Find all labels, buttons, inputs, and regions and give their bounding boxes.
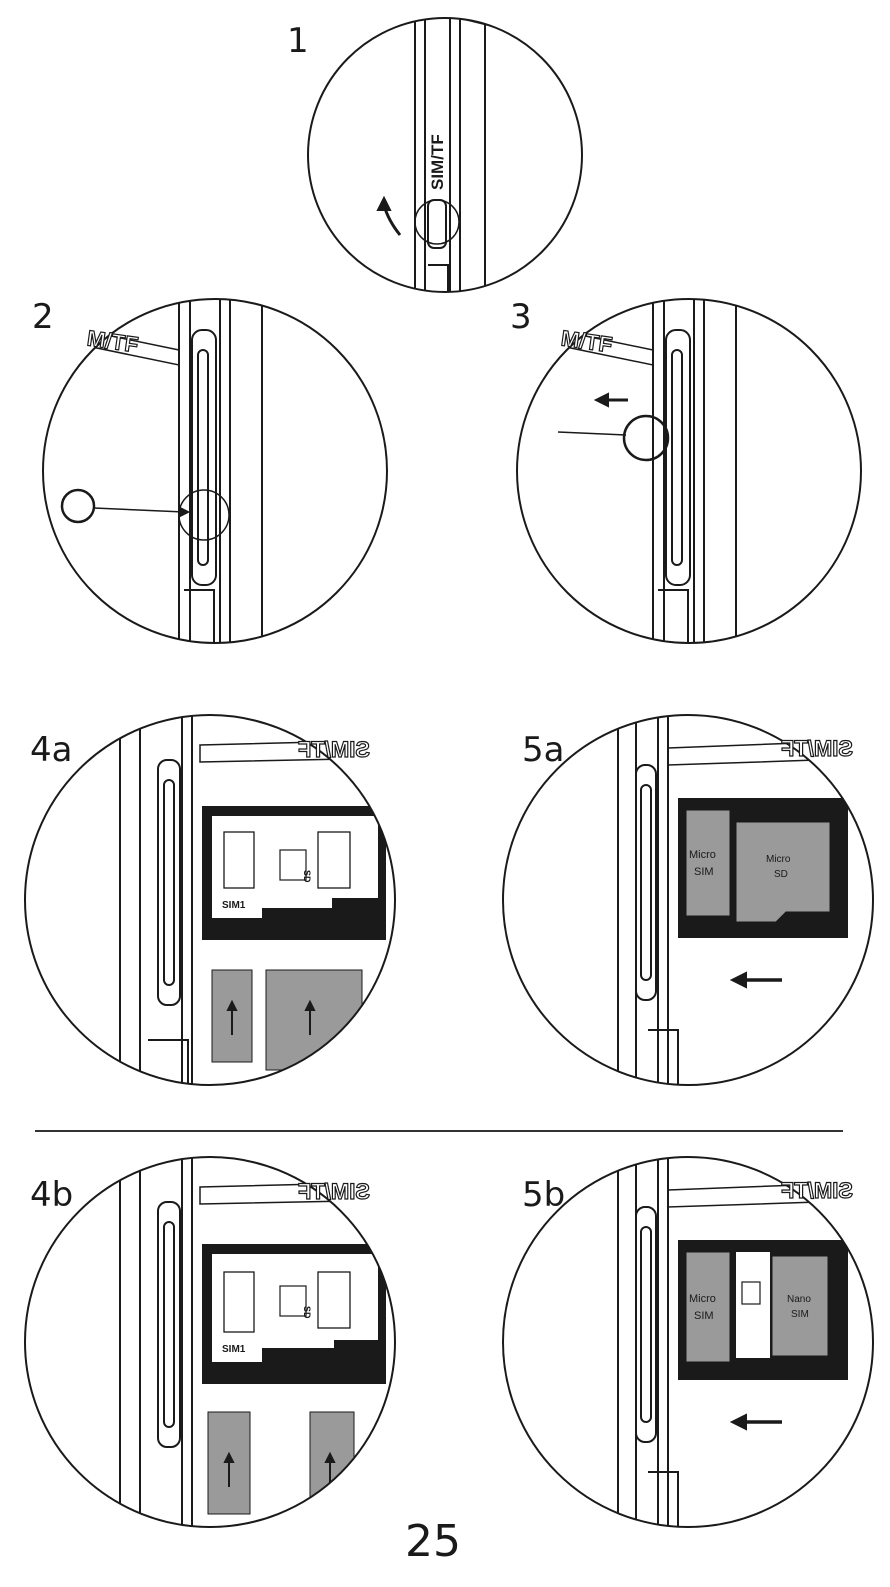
card-5b-right-line2: SIM <box>791 1309 809 1320</box>
slot-label-step-4a: SIM/TF <box>298 737 370 762</box>
step-label-4b: 4b <box>30 1175 74 1215</box>
tray-b-slot-sim2: SIM2 <box>322 1354 346 1365</box>
slot-label-step-3: M/TF <box>559 325 613 357</box>
slot-label-step-5b: SIM/TF <box>781 1178 853 1203</box>
card-5b-left-line2: SIM <box>694 1310 714 1322</box>
section-divider <box>35 1130 843 1132</box>
step-5a-illustration: SIM/TF Micro SIM Micro SD <box>502 714 874 1086</box>
step-3-illustration: M/TF <box>516 298 862 644</box>
step-label-2: 2 <box>32 297 54 337</box>
step-5b-illustration: SIM/TF Micro SIM Nano SIM <box>502 1156 874 1528</box>
step-1-illustration: SIM/TF <box>307 17 583 293</box>
tray-slot-sd: SD <box>302 870 312 883</box>
tray-b-slot-sim1: SIM1 <box>222 1344 246 1355</box>
card-5a-right-line1: Micro <box>766 854 791 865</box>
slot-label-step-5a: SIM/TF <box>781 736 853 761</box>
step-2-illustration: M/TF <box>42 298 388 644</box>
tray-slot-sim2: SIM2 <box>322 910 346 921</box>
slot-label-vertical: SIM/TF <box>428 134 447 190</box>
page-number: 25 <box>405 1516 461 1567</box>
step-label-1: 1 <box>287 21 309 61</box>
step-label-3: 3 <box>510 297 532 337</box>
card-5a-left-line2: SIM <box>694 866 714 878</box>
slot-label-step-4b: SIM/TF <box>298 1179 370 1204</box>
step-label-4a: 4a <box>30 730 73 770</box>
card-5a-left-line1: Micro <box>689 849 716 861</box>
card-5b-left-line1: Micro <box>689 1293 716 1305</box>
card-5a-right-line2: SD <box>774 869 788 880</box>
card-5b-right-line1: Nano <box>787 1294 811 1305</box>
step-4b-illustration: SIM/TF SIM1 SIM2 SD <box>24 1156 396 1528</box>
step-label-5a: 5a <box>522 730 565 770</box>
slot-label-step-2: M/TF <box>85 325 139 357</box>
tray-slot-sim1: SIM1 <box>222 900 246 911</box>
tray-b-slot-sd: SD <box>302 1306 312 1319</box>
step-4a-illustration: SIM/TF SIM1 SIM2 SD <box>24 714 396 1086</box>
step-label-5b: 5b <box>522 1175 566 1215</box>
